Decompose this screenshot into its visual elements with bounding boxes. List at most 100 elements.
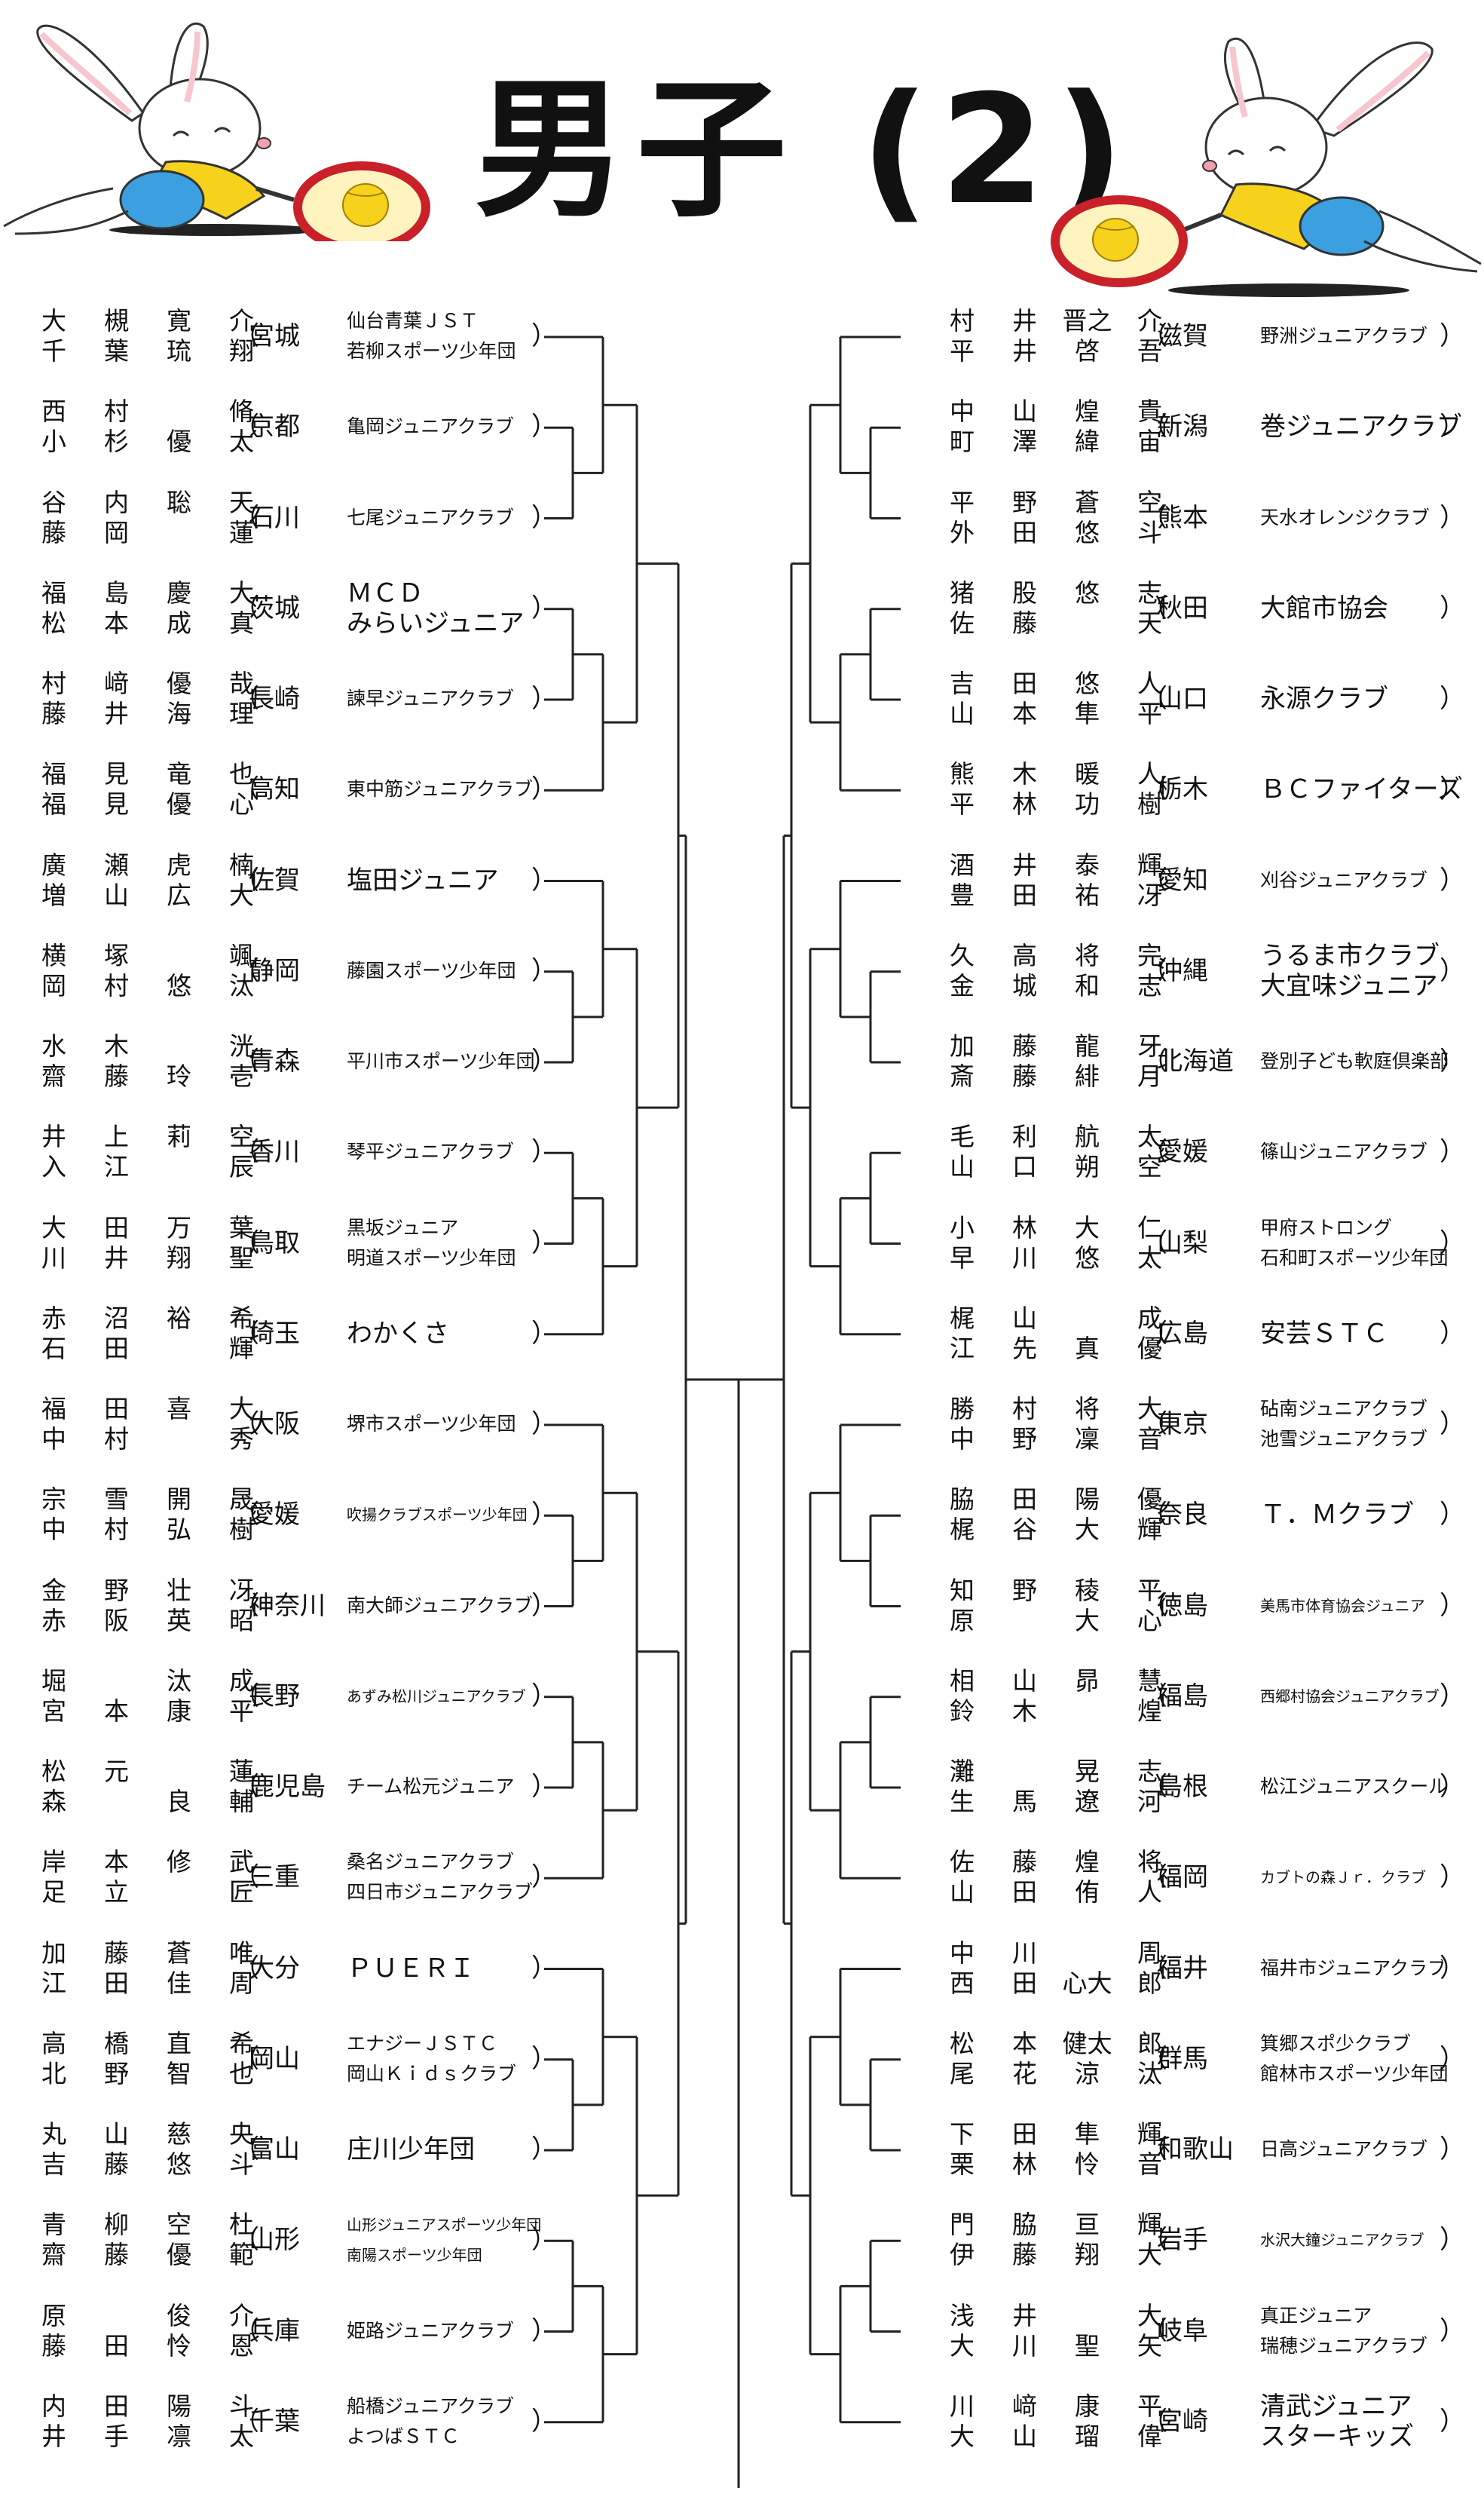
paren-open: （ xyxy=(234,1046,259,1077)
club-name: 藤園スポーツ少年団 xyxy=(347,956,516,986)
left-entry: 松元蓮森良輔（鹿児島チーム松元ジュニア） xyxy=(0,1746,1484,1829)
club-line: 天水オレンジクラブ xyxy=(1260,506,1430,529)
player-name: 足立匠 xyxy=(23,1877,273,1907)
name-char: 平 xyxy=(950,336,975,366)
name-char: 太 xyxy=(229,427,254,457)
paren-close: ） xyxy=(1440,1318,1465,1349)
name-char: 周 xyxy=(229,1968,254,1998)
player-name: 酒井泰輝 xyxy=(931,850,1181,881)
name-char: 知 xyxy=(950,1575,975,1605)
club-line: 篠山ジュニアクラブ xyxy=(1260,1141,1428,1163)
player-name: 佐藤煌将 xyxy=(931,1847,1181,1877)
player-name: 熊木暖人 xyxy=(931,759,1181,789)
name-char: 本 xyxy=(104,1847,129,1877)
name-char: 齋 xyxy=(41,1062,66,1091)
name-char: 村 xyxy=(104,397,129,427)
player-name: 青柳空杜 xyxy=(23,2210,273,2240)
name-char: 川 xyxy=(1012,1242,1037,1273)
club-name: 野洲ジュニアクラブ xyxy=(1260,321,1427,351)
name-char: 齋 xyxy=(41,2240,66,2270)
left-entry: 丸山慈央吉藤悠斗（富山庄川少年団） xyxy=(0,2109,1484,2192)
club-line: 琴平ジュニアクラブ xyxy=(347,1141,515,1163)
name-char: 樹 xyxy=(1137,789,1162,820)
name-char: 大 xyxy=(950,2330,975,2361)
player-name: 中川周 xyxy=(931,1938,1181,1968)
paren-open: （ xyxy=(1142,955,1167,986)
name-char: 田 xyxy=(104,2330,129,2361)
name-char: 熊 xyxy=(950,759,975,789)
name-char: 千 xyxy=(41,336,66,366)
name-char: 藤 xyxy=(104,2149,129,2179)
name-char: 谷 xyxy=(41,487,66,517)
player-name: 町澤緯宙 xyxy=(931,427,1181,457)
name-char: 大 xyxy=(229,578,254,608)
name-char: 智 xyxy=(167,2058,191,2088)
name-char: 栗 xyxy=(950,2149,975,2179)
name-char: 真 xyxy=(229,608,254,638)
name-char: 瑠 xyxy=(1075,2421,1100,2451)
club-line: 巻ジュニアクラブ xyxy=(1260,412,1462,443)
name-char: 松 xyxy=(41,608,66,638)
player-name: 大川聖矢 xyxy=(931,2331,1181,2361)
name-char: 岡 xyxy=(104,517,129,547)
club-line: 西郷村協会ジュニアクラブ xyxy=(1260,1687,1440,1705)
club-name: 西郷村協会ジュニアクラブ xyxy=(1260,1681,1440,1711)
name-char: 和 xyxy=(1075,970,1100,1000)
paren-close: ） xyxy=(1440,1409,1465,1439)
name-char: 成 xyxy=(167,608,191,638)
club-line: 庄川少年団 xyxy=(347,2134,475,2165)
player-name: 岡村悠汰 xyxy=(23,971,273,1001)
paren-close: ） xyxy=(1440,774,1465,805)
club-line: ＢＣファイターズ xyxy=(1260,774,1463,805)
player-name: 勝村将大 xyxy=(931,1394,1181,1424)
name-char: 早 xyxy=(950,1242,975,1273)
club-name: 黒坂ジュニア明道スポーツ少年団 xyxy=(347,1213,516,1273)
name-char: 斗 xyxy=(1137,517,1162,547)
name-char: 完 xyxy=(1137,940,1162,970)
name-char: 川 xyxy=(950,2391,975,2421)
paren-open: （ xyxy=(234,1227,259,1258)
left-entry: 福見竜也福見優心（高知東中筋ジュニアクラブ） xyxy=(0,749,1484,832)
paren-open: （ xyxy=(1142,2043,1167,2074)
club-line: 館林市スポーツ少年団 xyxy=(1260,2062,1449,2085)
paren-close: ） xyxy=(1440,2043,1465,2074)
name-char: 月 xyxy=(1137,1062,1162,1091)
player-name: 堀汰成 xyxy=(23,1666,273,1696)
club-name: チーム松元ジュニア xyxy=(347,1772,515,1802)
name-char: 江 xyxy=(104,1152,129,1182)
name-char: 﨑 xyxy=(1012,2391,1037,2421)
prefecture: 茨城 xyxy=(249,593,300,623)
name-char: 岸 xyxy=(41,1847,66,1877)
paren-close: ） xyxy=(1440,1500,1465,1530)
name-char: 輝 xyxy=(1137,2210,1162,2240)
name-char: 斗 xyxy=(229,2391,254,2421)
club-name: 福井市ジュニアクラブ xyxy=(1260,1953,1446,1984)
name-char: 宙 xyxy=(1137,427,1162,457)
name-char: 中 xyxy=(950,397,975,427)
name-char: 輝 xyxy=(1137,1515,1162,1545)
name-char: 優 xyxy=(167,669,191,698)
player-name: 吉藤悠斗 xyxy=(23,2149,273,2180)
name-char: 橋 xyxy=(104,2028,129,2058)
club-name: 刈谷ジュニアクラブ xyxy=(1260,866,1427,896)
name-char: 万 xyxy=(167,1212,191,1242)
name-char: 天 xyxy=(1137,608,1162,638)
club-line: 南大師ジュニアクラブ xyxy=(347,1594,534,1616)
name-char: 上 xyxy=(104,1122,129,1152)
prefecture: 佐賀 xyxy=(249,865,300,896)
name-char: 村 xyxy=(41,669,66,698)
right-entry: 門脇亘輝伊藤翔大（岩手水沢大鐘ジュニアクラブ） xyxy=(0,2199,1484,2282)
name-char: 平 xyxy=(1137,2391,1162,2421)
paren-open: （ xyxy=(1142,1046,1167,1077)
name-char: 内 xyxy=(41,2391,66,2421)
name-char: 将 xyxy=(1137,1847,1162,1877)
name-char: 人 xyxy=(1137,669,1162,698)
name-char: 葉 xyxy=(229,1212,254,1242)
player-name: 加藤蒼唯 xyxy=(23,1938,273,1968)
player-name: 金野壮冴 xyxy=(23,1576,273,1606)
name-char: 秀 xyxy=(229,1424,254,1454)
